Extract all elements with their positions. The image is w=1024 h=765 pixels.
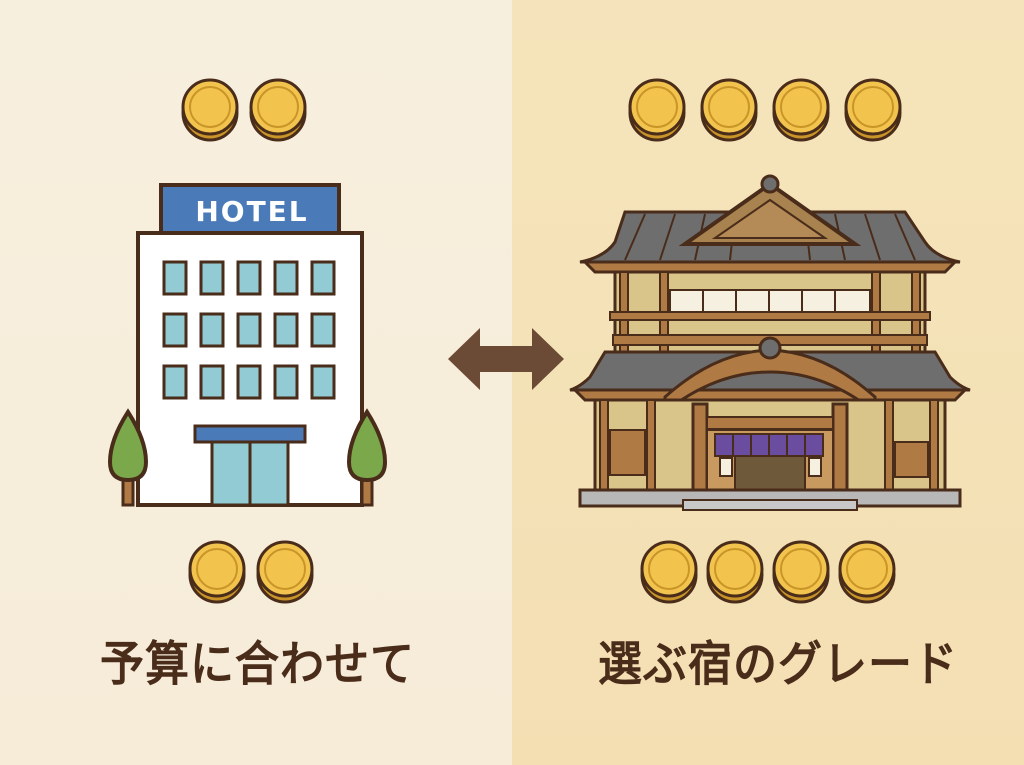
left-top-coins	[181, 78, 307, 142]
coin-icon	[628, 78, 686, 142]
right-caption: 選ぶ宿のグレード	[598, 637, 958, 693]
coin-icon	[700, 78, 758, 142]
left-caption: 予算に合わせて	[100, 637, 415, 693]
right-bottom-coins	[640, 540, 896, 604]
coin-icon	[772, 540, 830, 604]
right-top-coins	[628, 78, 902, 142]
hotel-illustration: HOTEL	[100, 180, 400, 510]
coin-icon	[772, 78, 830, 142]
coin-icon	[256, 540, 314, 604]
coin-icon	[844, 78, 902, 142]
coin-icon	[838, 540, 896, 604]
double-arrow-icon	[448, 328, 564, 390]
left-bottom-coins	[188, 540, 314, 604]
coin-icon	[188, 540, 246, 604]
coin-icon	[181, 78, 239, 142]
ryokan-illustration	[565, 172, 975, 512]
coin-icon	[249, 78, 307, 142]
hotel-sign-text: HOTEL	[195, 194, 309, 228]
coin-icon	[640, 540, 698, 604]
coin-icon	[706, 540, 764, 604]
